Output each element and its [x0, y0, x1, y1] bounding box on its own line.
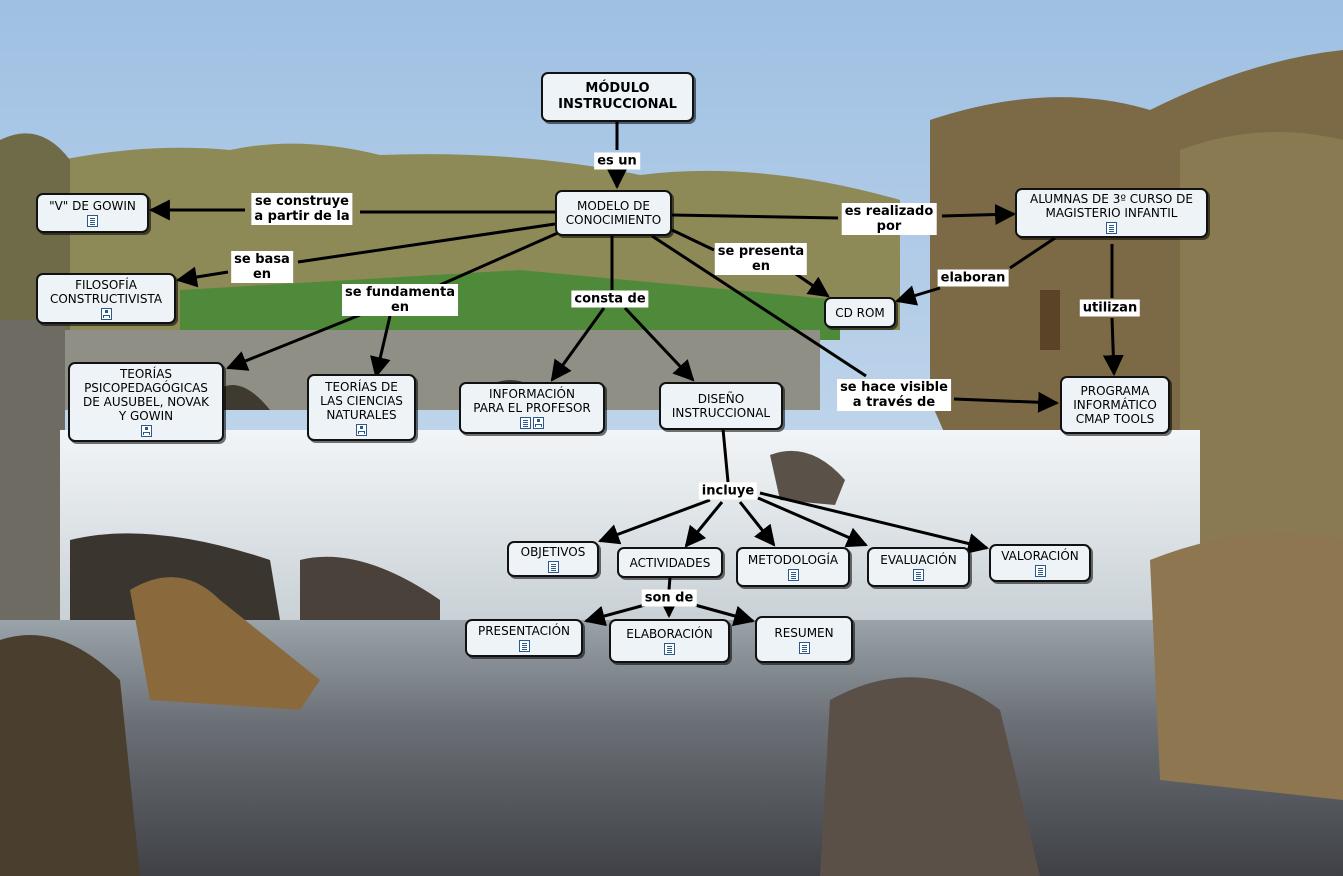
node-icons — [100, 307, 112, 320]
node-modulo-instruccional[interactable]: MÓDULO INSTRUCCIONAL — [541, 72, 694, 122]
node-label: MÓDULO INSTRUCCIONAL — [558, 81, 677, 112]
link-label-se-fundamenta[interactable]: se fundamenta en — [342, 284, 458, 316]
link-label-incluye[interactable]: incluye — [698, 482, 758, 500]
node-teorias-psicopedagogicas[interactable]: TEORÍAS PSICOPEDAGÓGICAS DE AUSUBEL, NOV… — [68, 362, 224, 442]
concept-map-icon[interactable] — [100, 307, 112, 320]
node-icons — [787, 569, 799, 581]
link-label-es-un[interactable]: es un — [594, 152, 640, 170]
node-label: METODOLOGÍA — [747, 553, 839, 567]
document-icon[interactable] — [520, 417, 531, 429]
node-label: TEORÍAS PSICOPEDAGÓGICAS DE AUSUBEL, NOV… — [83, 367, 209, 423]
node-programa-cmap-tools[interactable]: PROGRAMA INFORMÁTICO CMAP TOOLS — [1060, 376, 1170, 434]
link-label-se-basa[interactable]: se basa en — [231, 251, 293, 283]
link-label-utilizan[interactable]: utilizan — [1079, 299, 1141, 317]
node-icons — [547, 561, 559, 573]
link-label-se-hace-visible[interactable]: se hace visible a través de — [837, 379, 951, 411]
node-label: FILOSOFÍA CONSTRUCTIVISTA — [49, 277, 163, 306]
node-icons — [1106, 222, 1117, 234]
node-icons — [518, 640, 530, 652]
node-label: OBJETIVOS — [520, 545, 586, 559]
document-icon[interactable] — [913, 569, 924, 581]
node-presentacion[interactable]: PRESENTACIÓN — [465, 619, 583, 657]
node-informacion-profesor[interactable]: INFORMACIÓN PARA EL PROFESOR — [459, 382, 605, 434]
node-label: DISEÑO INSTRUCCIONAL — [671, 392, 771, 420]
link-label-son-de[interactable]: son de — [641, 589, 697, 607]
document-icon[interactable] — [787, 569, 799, 581]
node-v-de-gowin[interactable]: "V" DE GOWIN — [36, 193, 149, 233]
link-label-se-construye[interactable]: se construye a partir de la — [251, 193, 353, 225]
node-modelo-de-conocimiento[interactable]: MODELO DE CONOCIMIENTO — [555, 190, 672, 236]
node-label: PRESENTACIÓN — [477, 624, 571, 638]
node-icons — [913, 569, 924, 581]
link-label-elaboran[interactable]: elaboran — [937, 269, 1009, 287]
node-elaboracion[interactable]: ELABORACIÓN — [609, 619, 730, 663]
node-valoracion[interactable]: VALORACIÓN — [989, 544, 1091, 582]
node-diseno-instruccional[interactable]: DISEÑO INSTRUCCIONAL — [659, 382, 783, 430]
node-label: ALUMNAS DE 3º CURSO DE MAGISTERIO INFANT… — [1030, 192, 1193, 220]
node-actividades[interactable]: ACTIVIDADES — [617, 547, 723, 578]
node-icons — [87, 215, 98, 227]
node-label: PROGRAMA INFORMÁTICO CMAP TOOLS — [1073, 384, 1157, 426]
node-filosofia-constructivista[interactable]: FILOSOFÍA CONSTRUCTIVISTA — [36, 273, 176, 324]
link-label-se-presenta[interactable]: se presenta en — [714, 243, 808, 275]
node-label: CD ROM — [835, 305, 885, 320]
node-alumnas-magisterio[interactable]: ALUMNAS DE 3º CURSO DE MAGISTERIO INFANT… — [1015, 188, 1208, 238]
concept-map-icon[interactable] — [533, 417, 544, 429]
node-resumen[interactable]: RESUMEN — [755, 616, 853, 663]
document-icon[interactable] — [1034, 565, 1046, 577]
node-label: RESUMEN — [774, 625, 834, 640]
node-icons — [140, 425, 152, 437]
node-icons — [1034, 565, 1046, 577]
node-icons — [356, 423, 367, 436]
node-teorias-ciencias-naturales[interactable]: TEORÍAS DE LAS CIENCIAS NATURALES — [307, 374, 416, 441]
document-icon[interactable] — [518, 640, 530, 652]
node-label: ELABORACIÓN — [626, 627, 713, 641]
node-evaluacion[interactable]: EVALUACIÓN — [867, 547, 970, 587]
node-label: EVALUACIÓN — [880, 553, 957, 567]
document-icon[interactable] — [798, 641, 810, 654]
node-icons — [520, 417, 544, 429]
link-label-consta-de[interactable]: consta de — [571, 290, 649, 308]
node-icons — [664, 643, 675, 655]
concept-map-icon[interactable] — [356, 423, 367, 436]
node-metodologia[interactable]: METODOLOGÍA — [736, 547, 850, 587]
node-label: MODELO DE CONOCIMIENTO — [565, 199, 662, 227]
document-icon[interactable] — [664, 643, 675, 655]
node-label: VALORACIÓN — [1001, 549, 1079, 563]
document-icon[interactable] — [1106, 222, 1117, 234]
node-label: ACTIVIDADES — [629, 555, 711, 570]
node-cd-rom[interactable]: CD ROM — [824, 297, 896, 328]
node-objetivos[interactable]: OBJETIVOS — [507, 541, 599, 577]
node-label: TEORÍAS DE LAS CIENCIAS NATURALES — [320, 379, 403, 422]
node-label: "V" DE GOWIN — [49, 199, 136, 213]
document-icon[interactable] — [87, 215, 98, 227]
node-label: INFORMACIÓN PARA EL PROFESOR — [473, 387, 591, 415]
link-label-es-realizado[interactable]: es realizado por — [841, 203, 937, 235]
node-icons — [798, 641, 810, 654]
document-icon[interactable] — [547, 561, 559, 573]
concept-map-icon[interactable] — [140, 425, 152, 437]
